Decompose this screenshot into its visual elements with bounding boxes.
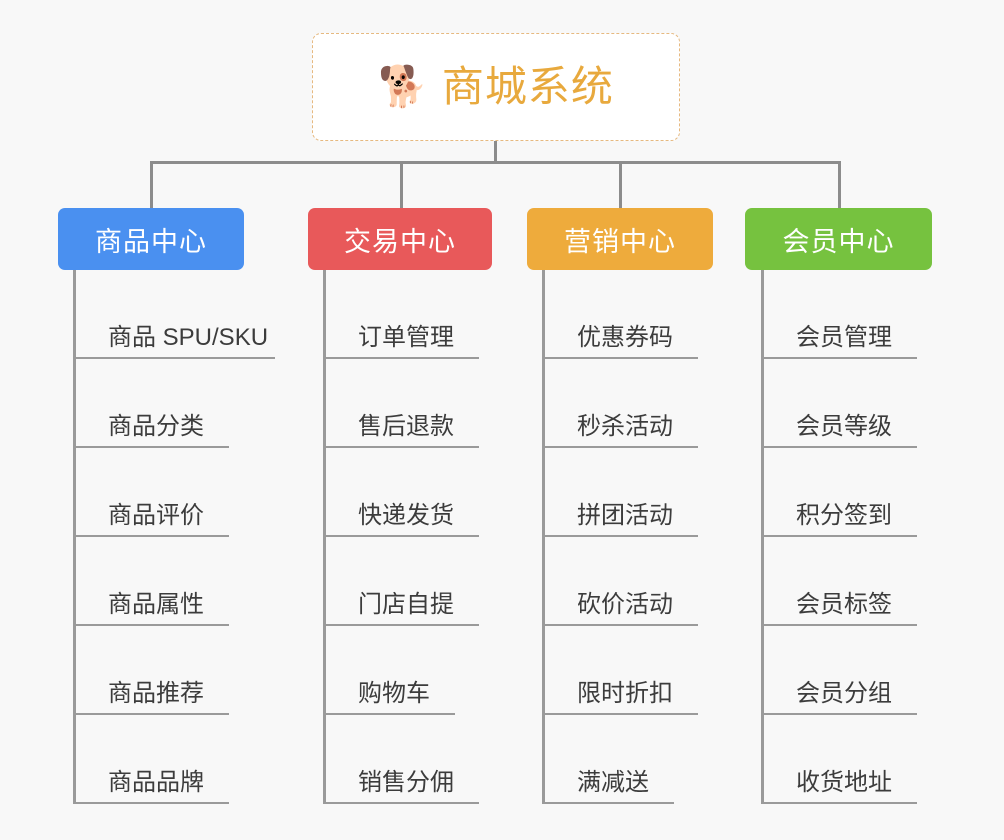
leaf-item-label: 积分签到 — [796, 502, 892, 529]
leaf-item[interactable]: 订单管理 — [323, 270, 479, 359]
leaf-item-label: 砍价活动 — [577, 591, 673, 618]
leaf-item[interactable]: 限时折扣 — [542, 626, 698, 715]
category-box-1[interactable]: 交易中心 — [308, 208, 492, 270]
leaf-item[interactable]: 商品评价 — [73, 448, 268, 537]
horizontal-bus-connector — [150, 161, 840, 164]
root-stem-connector — [494, 141, 497, 163]
leaf-column-0: 商品 SPU/SKU 商品分类商品评价商品属性商品推荐商品品牌 — [73, 270, 276, 804]
root-title: 商城系统 — [441, 63, 614, 110]
leaf-item-label: 会员标签 — [796, 591, 892, 618]
leaf-item[interactable]: 会员分组 — [761, 626, 917, 715]
leaf-item[interactable]: 砍价活动 — [542, 537, 698, 626]
leaf-item-label: 订单管理 — [358, 324, 454, 351]
branch-drop-connector-3 — [838, 161, 841, 208]
category-label: 交易中心 — [344, 226, 456, 257]
leaf-item[interactable]: 商品分类 — [73, 359, 268, 448]
category-box-3[interactable]: 会员中心 — [745, 208, 932, 270]
leaf-item[interactable]: 会员等级 — [761, 359, 917, 448]
leaf-column-1: 订单管理售后退款快递发货门店自提购物车销售分佣 — [323, 270, 479, 804]
category-label: 商品中心 — [95, 226, 207, 257]
leaf-item-label: 商品分类 — [108, 413, 204, 440]
leaf-item[interactable]: 商品 SPU/SKU — [73, 270, 276, 359]
category-label: 会员中心 — [782, 226, 895, 257]
leaf-item[interactable]: 门店自提 — [323, 537, 479, 626]
leaf-item[interactable]: 优惠券码 — [542, 270, 698, 359]
leaf-item-label: 商品推荐 — [108, 680, 204, 707]
leaf-item-label: 销售分佣 — [358, 769, 454, 796]
leaf-item-label: 会员等级 — [796, 413, 892, 440]
leaf-item[interactable]: 满减送 — [542, 715, 674, 804]
leaf-item-label: 购物车 — [358, 680, 430, 707]
branch-drop-connector-2 — [619, 161, 622, 208]
leaf-item[interactable]: 快递发货 — [323, 448, 479, 537]
branch-drop-connector-0 — [150, 161, 153, 208]
leaf-item-label: 会员管理 — [796, 324, 892, 351]
leaf-item-label: 商品属性 — [108, 591, 204, 618]
category-box-2[interactable]: 营销中心 — [527, 208, 713, 270]
category-box-0[interactable]: 商品中心 — [58, 208, 244, 270]
leaf-column-2: 优惠券码秒杀活动拼团活动砍价活动限时折扣满减送 — [542, 270, 698, 804]
branch-drop-connector-1 — [400, 161, 403, 208]
leaf-item-label: 商品 SPU/SKU — [108, 324, 269, 351]
category-label: 营销中心 — [564, 226, 676, 257]
leaf-item-label: 限时折扣 — [577, 680, 673, 707]
root-node[interactable]: 🐕 商城系统 — [312, 33, 680, 141]
leaf-item[interactable]: 秒杀活动 — [542, 359, 698, 448]
leaf-item-label: 收货地址 — [796, 769, 892, 796]
leaf-item-label: 满减送 — [577, 769, 649, 796]
leaf-item[interactable]: 会员标签 — [761, 537, 917, 626]
leaf-item[interactable]: 收货地址 — [761, 715, 917, 804]
leaf-item[interactable]: 商品属性 — [73, 537, 268, 626]
leaf-column-3: 会员管理会员等级积分签到会员标签会员分组收货地址 — [761, 270, 917, 804]
leaf-item[interactable]: 销售分佣 — [323, 715, 479, 804]
leaf-item[interactable]: 商品品牌 — [73, 715, 268, 804]
leaf-item-label: 售后退款 — [358, 413, 454, 440]
leaf-item-label: 优惠券码 — [577, 324, 673, 351]
leaf-item-label: 商品评价 — [108, 502, 204, 529]
leaf-item[interactable]: 积分签到 — [761, 448, 917, 537]
leaf-item-label: 秒杀活动 — [577, 413, 673, 440]
shiba-dog-face-icon: 🐕 — [378, 65, 428, 109]
leaf-item-label: 会员分组 — [796, 680, 892, 707]
leaf-item-label: 快递发货 — [358, 502, 454, 529]
leaf-item-label: 门店自提 — [358, 591, 454, 618]
leaf-item[interactable]: 商品推荐 — [73, 626, 268, 715]
leaf-item[interactable]: 会员管理 — [761, 270, 917, 359]
leaf-item-label: 商品品牌 — [108, 769, 204, 796]
leaf-item[interactable]: 购物车 — [323, 626, 455, 715]
leaf-item[interactable]: 售后退款 — [323, 359, 479, 448]
leaf-item[interactable]: 拼团活动 — [542, 448, 698, 537]
leaf-item-label: 拼团活动 — [577, 502, 673, 529]
